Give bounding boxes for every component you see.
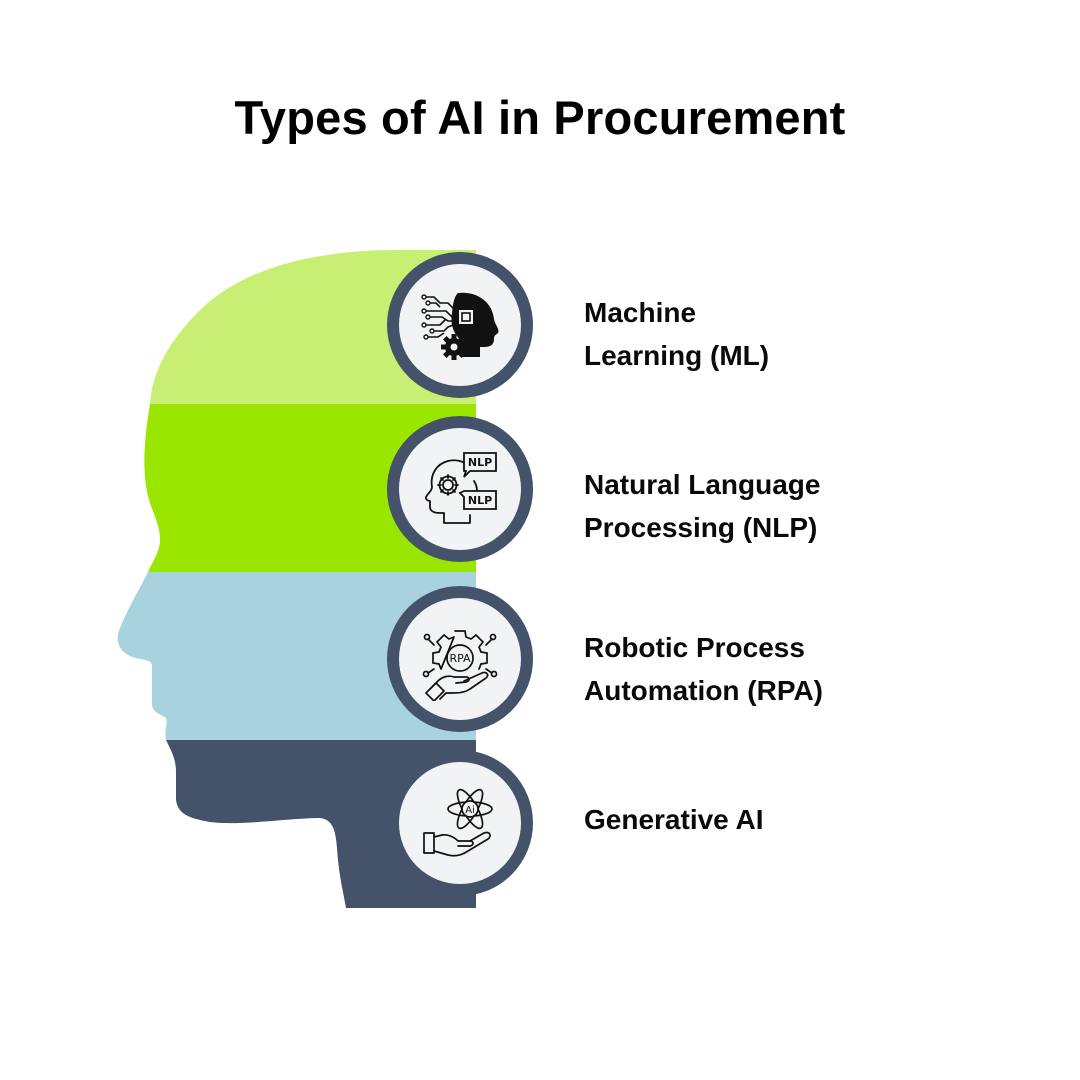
label-rpa-line-2: Automation (RPA) bbox=[584, 675, 823, 706]
label-nlp: Natural Language Processing (NLP) bbox=[584, 463, 820, 549]
head-gear-nlp-speech-bubbles-icon: NLP NLP bbox=[424, 452, 497, 524]
label-machine-learning: Machine Learning (ML) bbox=[584, 291, 769, 377]
label-rpa-line-1: Robotic Process bbox=[584, 632, 805, 663]
genai-icon-circle: Ai bbox=[387, 750, 533, 896]
rpa-icon-circle: RPA bbox=[387, 586, 533, 732]
label-genai-line-1: Generative AI bbox=[584, 804, 764, 835]
ml-icon-circle bbox=[387, 252, 533, 398]
ai-brain-circuit-gear-icon bbox=[421, 292, 499, 360]
nlp-bubble-text-2: NLP bbox=[468, 494, 492, 507]
label-nlp-line-2: Processing (NLP) bbox=[584, 512, 818, 543]
label-nlp-line-1: Natural Language bbox=[584, 469, 821, 500]
label-ml-line-2: Learning (ML) bbox=[584, 340, 770, 371]
label-rpa: Robotic Process Automation (RPA) bbox=[584, 626, 823, 712]
hand-atom-ai-icon: Ai bbox=[423, 788, 493, 857]
hand-gear-rpa-icon: RPA bbox=[422, 630, 498, 701]
label-generative-ai: Generative AI bbox=[584, 798, 763, 841]
label-ml-line-1: Machine bbox=[584, 297, 697, 328]
rpa-gear-text: RPA bbox=[449, 652, 471, 665]
page-title: Types of AI in Procurement bbox=[234, 91, 846, 144]
nlp-icon-circle: NLP NLP bbox=[387, 416, 533, 562]
genai-atom-text: Ai bbox=[465, 805, 475, 816]
nlp-bubble-text-1: NLP bbox=[468, 456, 492, 469]
